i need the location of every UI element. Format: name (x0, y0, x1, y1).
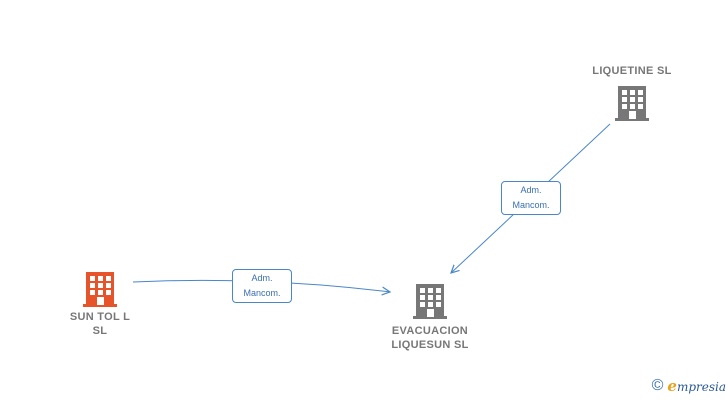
node-evacuacion[interactable]: EVACUACION LIQUESUN SL (374, 282, 486, 352)
brand-logo[interactable]: empresia (667, 377, 726, 395)
node-label-evacuacion: EVACUACION LIQUESUN SL (391, 325, 469, 351)
node-suntol[interactable]: SUN TOL L SL (58, 270, 142, 338)
node-label-suntol: SUN TOL L SL (69, 311, 131, 337)
brand-name: mpresia (676, 380, 726, 394)
node-label-liquetine: LIQUETINE SL (592, 65, 672, 77)
footer-brand: © empresia (652, 376, 726, 396)
building-icon (615, 86, 649, 121)
building-icon (83, 272, 117, 307)
node-liquetine[interactable]: LIQUETINE SL (580, 64, 684, 122)
building-icon (413, 284, 447, 319)
edge-label-liquetine-to-evacuacion[interactable]: Adm. Mancom. (501, 181, 561, 215)
brand-initial: e (667, 377, 677, 395)
copyright-icon: © (651, 377, 664, 394)
edge-label-suntol-to-evacuacion[interactable]: Adm. Mancom. (232, 269, 292, 303)
